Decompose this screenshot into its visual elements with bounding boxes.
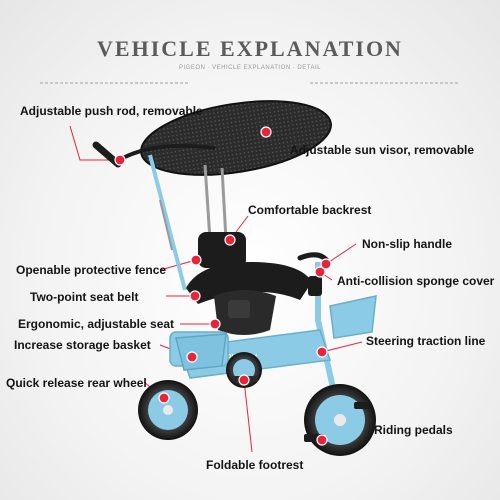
marker-belt (189, 290, 201, 302)
page-subtitle: PIGEON · VEHICLE EXPLANATION · DETAIL (179, 65, 321, 71)
marker-footrest (238, 374, 250, 386)
label-belt: Two-point seat belt (30, 290, 139, 304)
label-backrest: Comfortable backrest (248, 203, 372, 217)
marker-backrest (224, 234, 236, 246)
leader-footrest (243, 379, 253, 453)
leader-push-rod (69, 125, 120, 161)
marker-seat (209, 318, 221, 330)
marker-pedals (316, 434, 328, 446)
leader-handle (325, 243, 357, 265)
rear-basket (175, 333, 227, 371)
label-handle: Non-slip handle (362, 237, 452, 251)
marker-fence (190, 254, 202, 266)
title-divider-left (40, 82, 190, 84)
sun-visor-canopy (140, 100, 332, 241)
label-pedals: Riding pedals (374, 423, 453, 437)
label-rear-wheel: Quick release rear wheel (6, 376, 147, 390)
marker-basket (186, 351, 198, 363)
marker-rear-wheel (158, 392, 170, 404)
label-push-rod: Adjustable push rod, removable (20, 104, 203, 118)
label-sponge: Anti-collision sponge cover (337, 274, 495, 288)
front-wheel (304, 384, 376, 456)
hotspot-markers (114, 126, 332, 446)
marker-sponge (314, 266, 326, 278)
rear-wheel (138, 380, 198, 440)
page-title: VEHICLE EXPLANATION (97, 36, 403, 61)
marker-traction (316, 346, 328, 358)
leader-traction (321, 341, 363, 353)
front-basket (329, 295, 377, 339)
seat-assembly (186, 232, 312, 335)
marker-handle (320, 258, 332, 270)
label-fence: Openable protective fence (16, 263, 167, 277)
marker-sun-visor (260, 126, 272, 138)
label-sun-visor: Adjustable sun visor, removable (290, 143, 475, 157)
push-rod (92, 141, 216, 291)
label-footrest: Foldable footrest (206, 458, 304, 472)
label-traction: Steering traction line (366, 334, 486, 348)
label-seat: Ergonomic, adjustable seat (18, 317, 175, 331)
title-divider-right (310, 82, 460, 84)
marker-push-rod (114, 154, 126, 166)
label-basket: Increase storage basket (14, 338, 151, 352)
